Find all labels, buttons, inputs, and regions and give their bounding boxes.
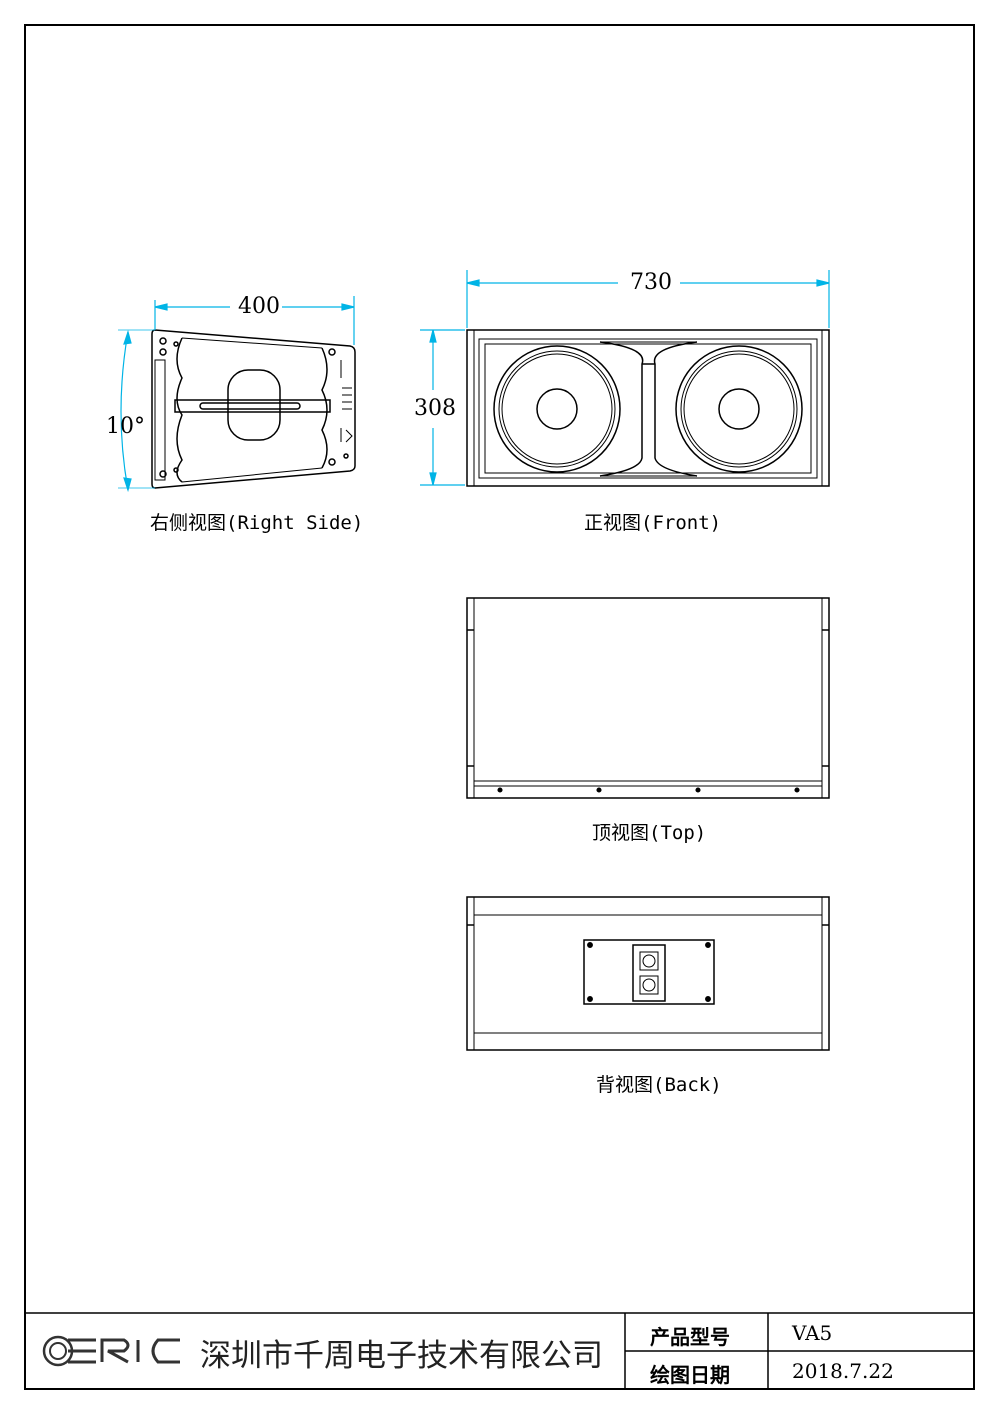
depth-dimension-text: 400 (238, 294, 280, 319)
front-dimensions (420, 270, 830, 486)
top-view (466, 597, 830, 799)
drawing-border (24, 24, 975, 1390)
right-side-dimensions (118, 296, 355, 493)
model-value: VA5 (792, 1321, 833, 1345)
company-name: 深圳市千周电子技术有限公司 (200, 1338, 603, 1374)
angle-dimension-text: 10° (106, 414, 145, 439)
front-caption: 正视图(Front) (584, 512, 722, 534)
top-caption: 顶视图(Top) (592, 822, 707, 844)
height-dimension-text: 308 (414, 396, 456, 421)
front-view (466, 329, 830, 487)
right-side-caption: 右侧视图(Right Side) (150, 512, 364, 534)
title-block (24, 1312, 975, 1390)
back-view (466, 896, 830, 1051)
back-caption: 背视图(Back) (596, 1074, 722, 1096)
date-label: 绘图日期 (650, 1363, 730, 1387)
date-value: 2018.7.22 (792, 1359, 894, 1383)
model-label: 产品型号 (650, 1325, 730, 1349)
width-dimension-text: 730 (630, 270, 672, 295)
right-side-view (151, 329, 356, 489)
eric-logo (42, 1335, 180, 1367)
